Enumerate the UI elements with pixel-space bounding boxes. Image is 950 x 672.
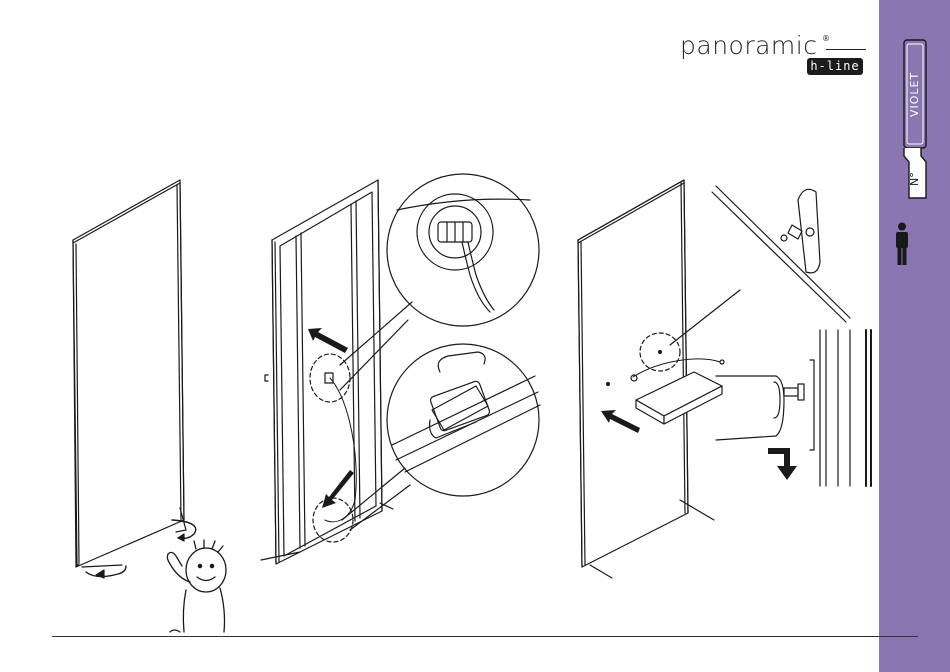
color-label: VIOLET — [904, 40, 926, 148]
detail-bracket-top — [712, 186, 850, 322]
person-icon — [894, 222, 910, 266]
footer-rule — [52, 636, 918, 637]
registered-mark: ® — [822, 34, 830, 43]
color-tag: VIOLET N° — [904, 40, 926, 198]
rotate-arrow-icon — [86, 566, 126, 578]
panel-with-bracket — [578, 180, 740, 578]
arrow-down-right-icon — [768, 448, 797, 480]
number-label: N° — [904, 161, 926, 197]
color-sidebar: VIOLET N° — [879, 0, 950, 672]
brand-logo: panoramic ® h-line — [680, 30, 865, 80]
brand-badge: h-line — [807, 58, 863, 75]
cartoon-character-icon — [167, 540, 226, 632]
brand-underline — [826, 49, 866, 50]
brand-wordmark: panoramic — [680, 30, 817, 62]
detail-wall-section — [716, 330, 871, 486]
panel-closed — [73, 180, 186, 567]
panel-frame-open — [261, 180, 393, 564]
